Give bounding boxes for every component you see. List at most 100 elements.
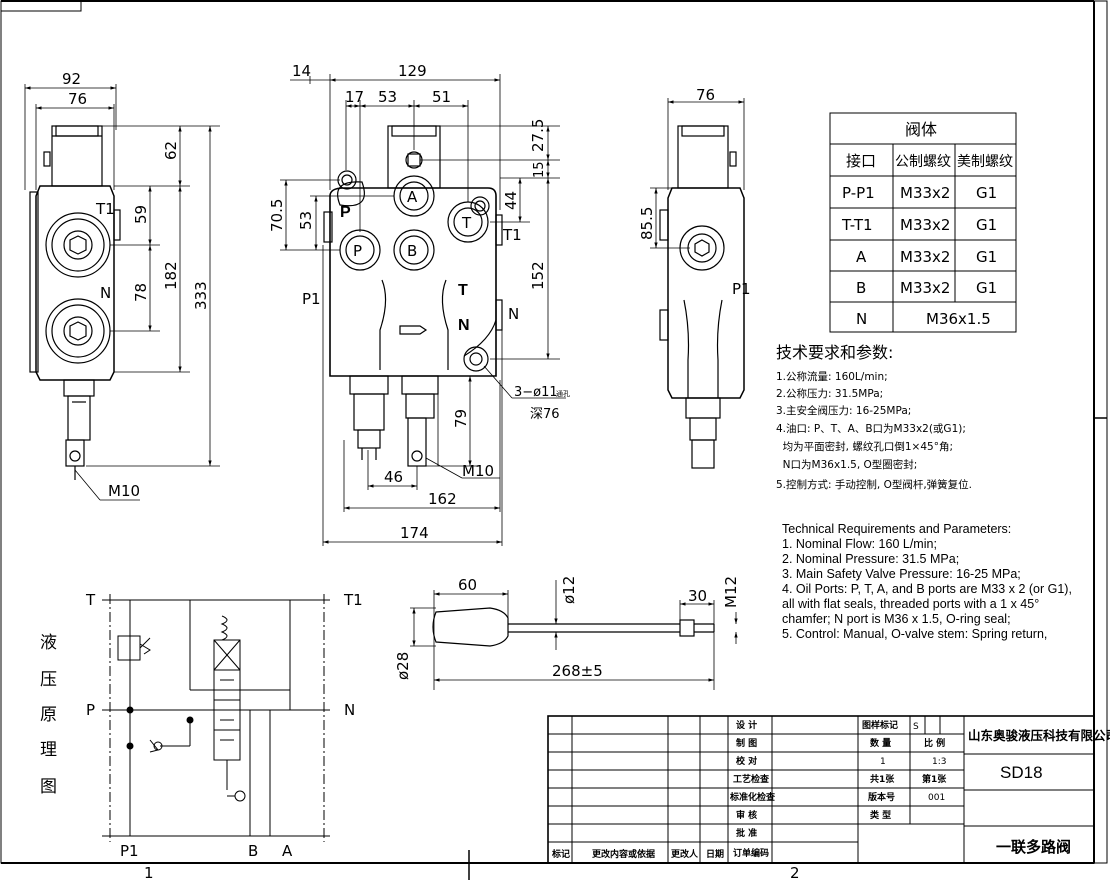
tech-cn-line-5: N口为M36x1.5, O型圈密封; xyxy=(776,458,917,471)
port-b: B xyxy=(407,242,417,260)
tb-qty: 1 xyxy=(880,757,886,767)
hyd-label-p1: P1 xyxy=(120,842,139,860)
port-a: A xyxy=(407,188,418,206)
tech-cn-line-6: 5.控制方式: 手动控制, O型阀杆,弹簧复位. xyxy=(776,478,972,491)
dim-60: 60 xyxy=(458,576,477,594)
side-view-right xyxy=(659,125,745,469)
ports-r4-c0: N xyxy=(856,310,867,328)
ports-header-2: 美制螺纹 xyxy=(957,154,1013,170)
ports-r0-c0: P-P1 xyxy=(842,184,875,202)
hyd-label-t: T xyxy=(85,591,96,609)
dim-79: 79 xyxy=(452,409,470,428)
label-m10-front: M10 xyxy=(462,462,494,480)
port-p: P xyxy=(353,242,362,260)
hyd-label-t1: T1 xyxy=(343,591,363,609)
tb-role-6: 批 准 xyxy=(736,827,757,839)
hyd-label-b: B xyxy=(248,842,258,860)
tb-role-5: 审 核 xyxy=(736,809,757,821)
dim-268: 268±5 xyxy=(552,662,603,680)
ports-r4-c1: M36x1.5 xyxy=(926,310,991,328)
dim-30: 30 xyxy=(688,587,707,605)
zone-1: 1 xyxy=(144,864,154,882)
dim-59: 59 xyxy=(132,205,150,224)
ports-r1-c0: T-T1 xyxy=(841,216,873,234)
dim-174: 174 xyxy=(400,524,429,542)
zone-2: 2 xyxy=(790,864,800,882)
hyd-title-3: 理 xyxy=(40,740,57,760)
hyd-label-n: N xyxy=(344,701,355,719)
title-block xyxy=(547,715,1095,864)
ports-r1-c1: M33x2 xyxy=(900,216,950,234)
ports-r3-c0: B xyxy=(856,279,866,297)
ports-r0-c1: M33x2 xyxy=(900,184,950,202)
tb-company: 山东奥骏液压科技有限公司 xyxy=(968,728,1110,743)
tb-mark-val: S xyxy=(913,722,919,732)
ports-r2-c0: A xyxy=(856,248,867,266)
dim-44: 44 xyxy=(502,191,520,210)
dim-76-left: 76 xyxy=(68,90,87,108)
tech-en-line-6: chamfer; N port is M36 x 1.5, O-ring sea… xyxy=(782,612,1011,626)
ports-table xyxy=(829,112,1017,333)
port-t1-front: T1 xyxy=(502,226,522,244)
dim-46: 46 xyxy=(384,468,403,486)
tb-footer-3: 日期 xyxy=(706,848,724,860)
ports-r2-c1: M33x2 xyxy=(900,248,950,266)
dim-17: 17 xyxy=(345,88,364,106)
hyd-node-1 xyxy=(126,706,134,714)
dim-51: 51 xyxy=(432,88,451,106)
side-right-dims xyxy=(650,98,745,249)
tb-scale-label: 比 例 xyxy=(924,737,945,749)
tb-footer-2: 更改人 xyxy=(671,848,699,860)
label-t1-left: T1 xyxy=(95,200,115,218)
tech-cn-title: 技术要求和参数: xyxy=(776,343,893,362)
tech-cn-line-4: 均为平面密封, 螺纹孔口倒1×45°角; xyxy=(776,440,953,453)
dim-78: 78 xyxy=(132,283,150,302)
label-m10-left: M10 xyxy=(108,482,140,500)
ports-table-title: 阀体 xyxy=(905,120,937,139)
port-n-body: N xyxy=(458,317,470,334)
tb-mark-label: 图样标记 xyxy=(862,719,898,731)
dim-62: 62 xyxy=(162,141,180,160)
tb-version-label: 版本号 xyxy=(867,791,895,803)
tech-en-line-3: 3. Main Safety Valve Pressure: 16-25 MPa… xyxy=(782,567,1021,581)
ports-header-1: 公制螺纹 xyxy=(895,154,951,170)
port-t: T xyxy=(461,214,472,232)
dim-depth: 深76 xyxy=(530,407,560,422)
hyd-title-0: 液 xyxy=(40,633,57,653)
dim-333: 333 xyxy=(192,281,210,310)
tb-role-2: 校 对 xyxy=(736,755,757,767)
label-n-left: N xyxy=(100,284,111,302)
tech-cn-line-3: 4.油口: P、T、A、B口为M33x2(或G1); xyxy=(776,422,966,435)
tech-en-line-0: Technical Requirements and Parameters: xyxy=(782,522,1011,536)
hyd-label-p: P xyxy=(86,701,95,719)
ports-r1-c2: G1 xyxy=(976,216,997,234)
hyd-title-1: 压 xyxy=(40,670,57,690)
tb-model: SD18 xyxy=(1000,763,1043,782)
port-p1-right: P1 xyxy=(732,280,751,298)
tb-role-3: 工艺检查 xyxy=(733,773,770,785)
port-n-front: N xyxy=(508,305,519,323)
port-t-body: T xyxy=(458,282,468,299)
dim-152: 152 xyxy=(529,261,547,290)
ports-r2-c2: G1 xyxy=(976,248,997,266)
tb-footer-1: 更改内容或依据 xyxy=(592,848,655,860)
tech-en-line-2: 2. Nominal Pressure: 31.5 MPa; xyxy=(782,552,959,566)
handle-dims xyxy=(410,580,738,690)
side-view-left xyxy=(29,125,121,480)
ports-r3-c1: M33x2 xyxy=(900,279,950,297)
dim-m12: M12 xyxy=(722,576,740,608)
port-p-body: P xyxy=(340,204,351,221)
hyd-title-2: 原 xyxy=(40,705,57,725)
dim-d28: ø28 xyxy=(394,652,412,680)
dim-70-5: 70.5 xyxy=(268,199,286,232)
dim-53-top: 53 xyxy=(378,88,397,106)
dim-27-5: 27.5 xyxy=(529,119,547,152)
dim-14: 14 xyxy=(292,62,311,80)
ports-r0-c2: G1 xyxy=(976,184,997,202)
dim-76-right: 76 xyxy=(696,86,715,104)
dim-d12: ø12 xyxy=(560,576,578,604)
tech-en-line-1: 1. Nominal Flow: 160 L/min; xyxy=(782,537,937,551)
tb-version: 001 xyxy=(928,793,945,803)
tb-role-0: 设 计 xyxy=(736,719,757,731)
